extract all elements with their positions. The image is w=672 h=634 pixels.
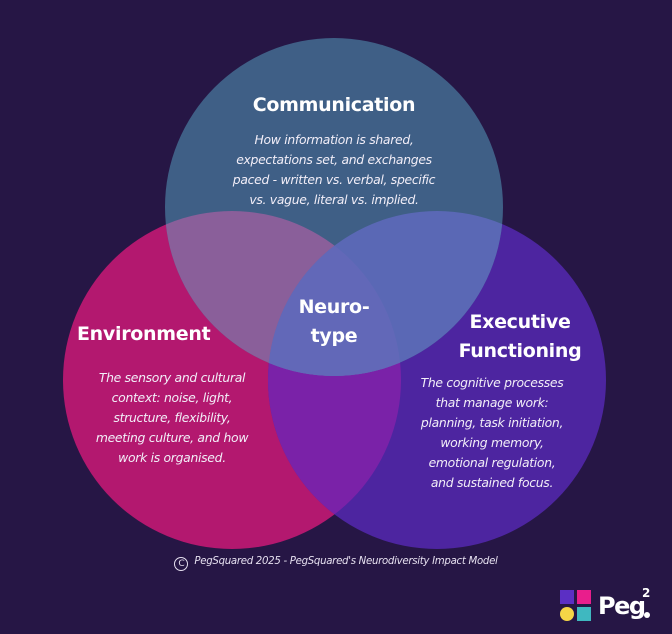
communication-title: Communication [252,94,416,116]
description-line: work is organised. [118,450,226,465]
description-line: expectations set, and exchanges [236,152,432,167]
logo-square-purple [560,590,574,604]
description-line: The cognitive processes [420,375,564,390]
description-line: emotional regulation, [428,455,556,470]
executive-functioning-title: Executive Functioning [440,308,600,366]
executive-functioning-description: The cognitive processes that manage work… [396,373,588,493]
center-label-line: Neuro- [298,296,370,318]
environment-description: The sensory and cultural context: noise,… [72,368,272,468]
description-line: context: noise, light, [111,390,233,405]
pegsquared-logo: Peg 2 [560,586,660,624]
logo-superscript: 2 [642,586,651,600]
logo-square-pink [577,590,591,604]
footer-text: PegSquared 2025 - PegSquared's Neurodive… [194,556,498,567]
copyright-icon: C [174,557,189,571]
title-line: Functioning [458,340,582,362]
center-label-line: type [310,325,358,347]
logo-text: Peg [598,592,646,620]
overlap-communication-environment [165,211,401,376]
title-line: Executive [469,311,571,333]
description-line: meeting culture, and how [95,430,249,445]
description-line: planning, task initiation, [420,415,564,430]
overlap-communication-executive [268,211,503,376]
description-line: paced - written vs. verbal, specific [232,172,436,187]
logo-square-teal [577,607,591,621]
description-line: structure, flexibility, [113,410,231,425]
description-line: that manage work: [435,395,549,410]
description-line: How information is shared, [254,132,414,147]
neurotype-center-label: Neuro- type [274,293,394,351]
description-line: vs. vague, literal vs. implied. [249,192,419,207]
environment-title: Environment [77,323,211,345]
footer-copyright: C PegSquared 2025 - PegSquared's Neurodiv… [0,556,672,571]
description-line: working memory, [440,435,544,450]
logo-circle-yellow [560,607,574,621]
description-line: The sensory and cultural [98,370,246,385]
logo-dot [644,612,650,618]
description-line: and sustained focus. [430,475,554,490]
communication-description: How information is shared, expectations … [194,130,474,210]
